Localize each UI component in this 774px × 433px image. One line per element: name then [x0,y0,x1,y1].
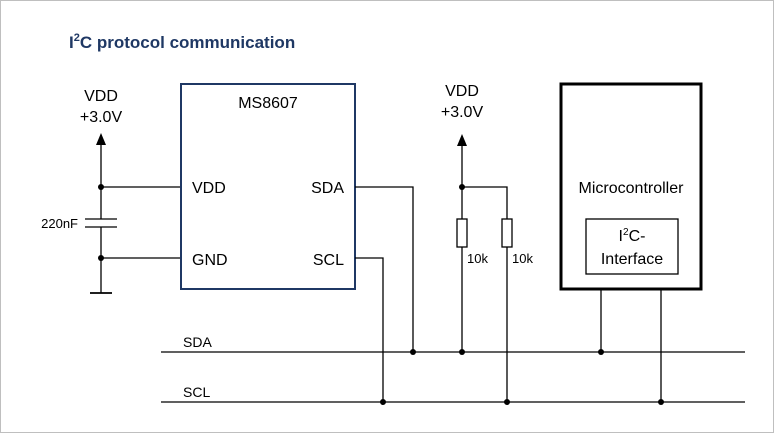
right-supply-arrow-icon [457,134,467,146]
sensor-chip-name: MS8607 [238,95,298,112]
diagram-title: I2C protocol communication [69,32,295,52]
right-supply-voltage: +3.0V [441,104,484,121]
pullup-resistor-2-value: 10k [512,251,533,266]
pullup-resistor-1 [456,218,468,248]
left-supply-arrow-icon [96,133,106,145]
gnd-junction-dot [98,255,104,261]
left-supply-label: VDD [84,88,118,105]
sda-bus-label: SDA [183,334,212,350]
microcontroller-name: Microcontroller [579,180,685,197]
sensor-pin-gnd: GND [192,252,228,269]
i2c-interface-box [585,218,679,275]
sda-junction-mcu [598,349,604,355]
sensor-pin-sda: SDA [311,180,344,197]
i2c-interface-label: I2C- [619,227,646,245]
i2c-interface-label-line2: Interface [601,251,663,268]
vdd-junction-dot [98,184,104,190]
right-supply-label: VDD [445,83,479,100]
scl-bus-label: SCL [183,384,210,400]
sensor-scl-wire [355,257,384,402]
left-supply-voltage: +3.0V [80,109,123,126]
pullup-feed-wire [462,186,508,219]
pullup-junction-dot [459,184,465,190]
sensor-pin-vdd: VDD [192,180,226,197]
sensor-pin-scl: SCL [313,252,344,269]
pullup-resistor-1-value: 10k [467,251,488,266]
microcontroller-box [559,82,703,291]
sda-junction-pullup [459,349,465,355]
capacitor-value-label: 220nF [41,216,78,231]
scl-junction-sensor [380,399,386,405]
scl-junction-pullup [504,399,510,405]
sensor-sda-wire [355,186,414,352]
pullup-resistor-2 [501,218,513,248]
scl-junction-mcu [658,399,664,405]
sda-junction-sensor [410,349,416,355]
